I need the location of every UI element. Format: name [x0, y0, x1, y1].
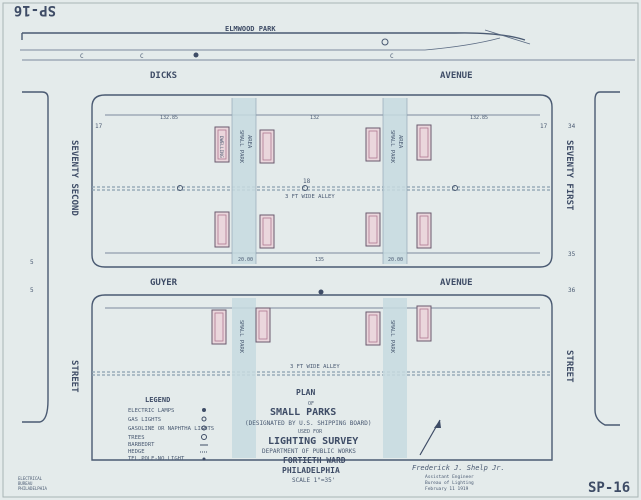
- lower-right-small-park: SMALL PARK: [389, 320, 395, 354]
- dim-1: 132.85: [160, 115, 178, 121]
- lower-left-park-strip: [232, 298, 256, 458]
- lower-dwellings: [211, 305, 432, 346]
- sheet-id-bottom: SP-16: [588, 480, 630, 496]
- svg-text:C: C: [80, 53, 84, 60]
- seventy-second-west-block: [22, 91, 49, 423]
- street-right-label: STREET: [564, 350, 574, 383]
- marker-36: 36: [568, 287, 576, 294]
- svg-text:BUREAU: BUREAU: [18, 481, 33, 486]
- sheet-id-top: SP-16: [14, 2, 56, 18]
- elmwood-park-line: [22, 32, 526, 41]
- legend: LEGEND ELECTRIC LAMPS GAS LIGHTS GASOLIN…: [128, 396, 214, 462]
- dicks-label: DICKS: [150, 71, 177, 81]
- upper-right-small-park: SMALL PARK: [389, 130, 395, 164]
- svg-text:C: C: [140, 53, 144, 60]
- upper-right-park-strip: [383, 98, 407, 264]
- svg-text:SCALE 1"=35': SCALE 1"=35': [292, 477, 335, 484]
- lower-right-park-strip: [383, 298, 407, 458]
- svg-text:HEDGE: HEDGE: [128, 449, 145, 455]
- upper-left-area: AREA: [246, 135, 252, 149]
- upper-dwelling-label: DWELLING: [218, 136, 224, 158]
- lower-block-outline: [91, 294, 553, 461]
- trolley-line: [20, 37, 501, 51]
- svg-text:DEPARTMENT OF PUBLIC WORKS: DEPARTMENT OF PUBLIC WORKS: [262, 448, 356, 455]
- svg-text:C: C: [390, 53, 394, 60]
- stamp: ELECTRICAL BUREAU PHILADELPHIA: [18, 476, 47, 491]
- upper-right-area: AREA: [397, 135, 403, 149]
- svg-text:Frederick J. Shelp Jr.: Frederick J. Shelp Jr.: [412, 464, 505, 472]
- svg-text:LIGHTING SURVEY: LIGHTING SURVEY: [268, 436, 358, 447]
- svg-text:ELECTRICAL: ELECTRICAL: [18, 476, 43, 481]
- svg-text:Assistant Engineer: Assistant Engineer: [425, 474, 474, 480]
- marker-18: 18: [303, 178, 311, 185]
- elmwood-park-label: ELMWOOD PARK: [225, 25, 276, 33]
- svg-text:ELECTRIC LAMPS: ELECTRIC LAMPS: [128, 408, 174, 414]
- upper-alley-label: 3 FT WIDE ALLEY: [285, 194, 335, 200]
- svg-text:TEL.POLE-NO.LIGHT: TEL.POLE-NO.LIGHT: [128, 456, 185, 462]
- upper-left-small-park: SMALL PARK: [238, 130, 244, 164]
- upper-block-outline: [91, 94, 553, 268]
- svg-text:USED FOR: USED FOR: [298, 429, 323, 435]
- svg-text:GAS LIGHTS: GAS LIGHTS: [128, 417, 161, 423]
- pole-dicks: [193, 52, 199, 58]
- guyer-label: GUYER: [150, 278, 178, 288]
- dim-4: 20.00: [238, 257, 253, 263]
- svg-text:PHILADELPHIA: PHILADELPHIA: [18, 486, 47, 491]
- svg-text:PHILADELPHIA: PHILADELPHIA: [282, 466, 340, 475]
- marker-5a: 5: [30, 259, 34, 266]
- svg-text:OF: OF: [308, 401, 314, 407]
- dim-5: 20.00: [388, 257, 403, 263]
- street-left-label: STREET: [69, 360, 79, 393]
- marker-34: 34: [568, 123, 576, 130]
- upper-dwellings: [214, 124, 432, 249]
- guyer-avenue-label: AVENUE: [440, 278, 473, 288]
- title-block: PLAN OF SMALL PARKS (DESIGNATED BY U.S. …: [245, 388, 371, 484]
- dim-2: 132: [310, 115, 319, 121]
- signature: Frederick J. Shelp Jr. Assistant Enginee…: [412, 464, 505, 492]
- svg-text:PLAN: PLAN: [296, 388, 315, 397]
- marker-5b: 5: [30, 287, 34, 294]
- lower-left-small-park: SMALL PARK: [238, 320, 244, 354]
- pole-guyer: [318, 289, 324, 295]
- svg-text:Bureau of Lighting: Bureau of Lighting: [425, 480, 474, 486]
- dim-3: 132.85: [470, 115, 488, 121]
- svg-text:LEGEND: LEGEND: [145, 396, 170, 404]
- seventy-second-label: SEVENTY SECOND: [69, 140, 79, 216]
- seventy-first-label: SEVENTY FIRST: [564, 140, 574, 211]
- svg-text:BARBEDRT: BARBEDRT: [128, 442, 155, 448]
- svg-text:FORTIETH WARD: FORTIETH WARD: [283, 456, 346, 465]
- rail-curve: [484, 29, 531, 45]
- dicks-avenue-label: AVENUE: [440, 71, 473, 81]
- marker-17b: 17: [540, 123, 548, 130]
- marker-17a: 17: [95, 123, 103, 130]
- svg-text:SMALL PARKS: SMALL PARKS: [270, 407, 336, 418]
- svg-text:TREES: TREES: [128, 435, 145, 441]
- marker-35: 35: [568, 251, 576, 258]
- svg-text:GASOLINE OR NAPHTHA LIGHTS: GASOLINE OR NAPHTHA LIGHTS: [128, 426, 214, 432]
- svg-text:February 11 1919: February 11 1919: [425, 486, 469, 492]
- upper-left-park-strip: [232, 98, 256, 264]
- svg-text:(DESIGNATED BY U.S. SHIPPING B: (DESIGNATED BY U.S. SHIPPING BOARD): [245, 420, 371, 427]
- dim-6: 135: [315, 257, 324, 263]
- lower-alley-label: 3 FT WIDE ALLEY: [290, 364, 340, 370]
- seventy-first-east-block: [594, 91, 620, 426]
